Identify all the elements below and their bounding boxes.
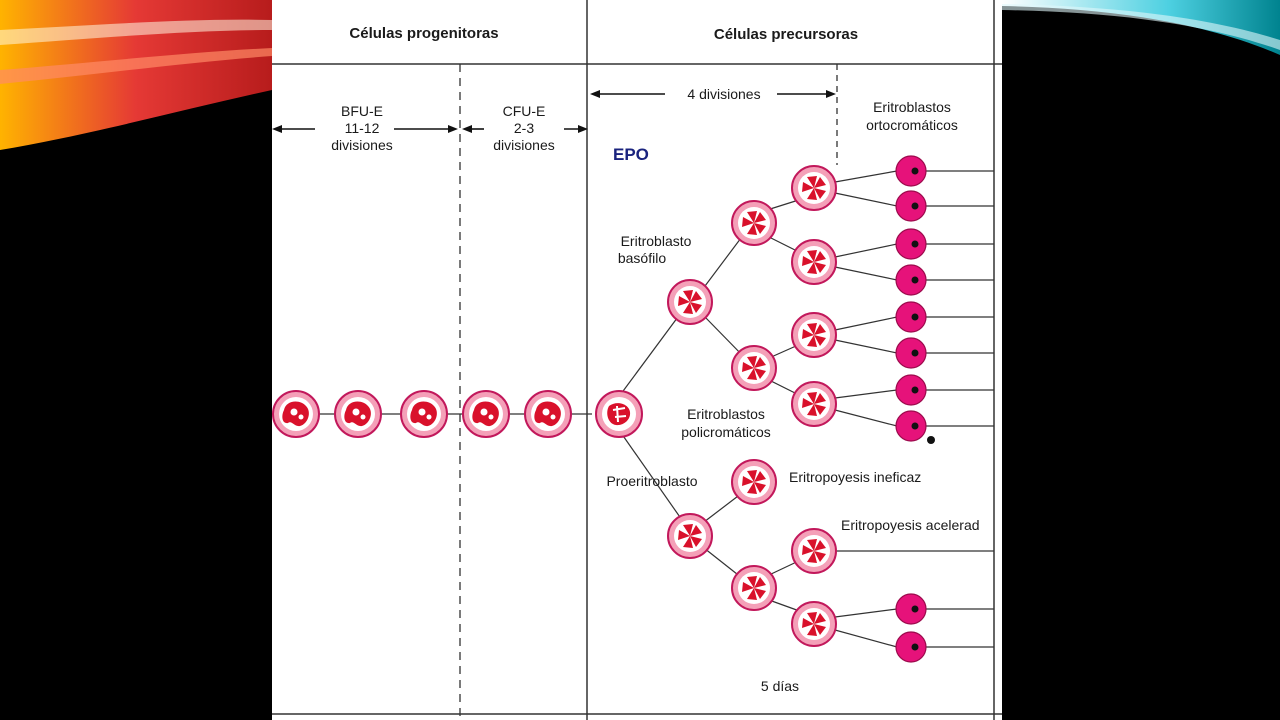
orthochromatic-cell-4 [895, 264, 927, 296]
progenitor-cell-1 [272, 390, 320, 438]
label-ortocromaticos-line2: ortocromáticos [866, 117, 958, 133]
bfu-divisions-word: divisiones [331, 137, 392, 153]
orthochromatic-cell-3 [895, 228, 927, 260]
label-proeritroblasto: Proeritroblasto [606, 473, 697, 489]
bfu-label: BFU-E [341, 103, 383, 119]
orthochromatic-cell-10 [895, 631, 927, 663]
erythropoiesis-diagram: Células progenitoras Células precursoras… [272, 0, 1002, 720]
polychromatic-cell-1 [732, 201, 776, 245]
orthochromatic-cell-1 [895, 155, 927, 187]
label-policromaticos-line2: policromáticos [681, 424, 770, 440]
epo-label: EPO [613, 145, 649, 164]
bfu-divisions-count: 11-12 [345, 120, 380, 136]
polychromatic-cell-3 [732, 460, 776, 504]
late-cell-5 [792, 529, 836, 573]
label-basofilo-line2: basófilo [618, 250, 666, 266]
divisions-label: 4 divisiones [687, 86, 760, 102]
expelled-nucleus [927, 436, 935, 444]
progenitor-cell-5 [524, 390, 572, 438]
cfu-divisions-count: 2-3 [514, 120, 534, 136]
header-precursoras: Células precursoras [714, 26, 858, 43]
cfu-divisions-word: divisiones [493, 137, 554, 153]
divisions-arrow [590, 90, 836, 98]
orthochromatic-cell-2 [895, 190, 927, 222]
basophilic-erythroblast-upper [668, 280, 712, 324]
late-cell-3 [792, 313, 836, 357]
progenitor-cell-4 [462, 390, 510, 438]
label-eritropoyesis-ineficaz: Eritropoyesis ineficaz [789, 469, 921, 485]
orthochromatic-cell-7 [895, 374, 927, 406]
orthochromatic-cell-6 [895, 337, 927, 369]
late-cell-2 [792, 240, 836, 284]
late-cell-1 [792, 166, 836, 210]
proerythroblast-cell [595, 390, 643, 438]
cfu-label: CFU-E [503, 103, 546, 119]
orthochromatic-cell-5 [895, 301, 927, 333]
label-ortocromaticos-line1: Eritroblastos [873, 99, 951, 115]
basophilic-erythroblast-lower [668, 514, 712, 558]
polychromatic-cell-2 [732, 346, 776, 390]
decorative-swoosh-right [1002, 0, 1280, 55]
label-policromaticos-line1: Eritroblastos [687, 406, 765, 422]
orthochromatic-cell-8 [895, 410, 927, 442]
progenitor-cell-3 [400, 390, 448, 438]
polychromatic-cell-4 [732, 566, 776, 610]
header-progenitoras: Células progenitoras [349, 25, 498, 42]
label-eritropoyesis-acelerada: Eritropoyesis acelerad [841, 517, 980, 533]
late-cell-4 [792, 382, 836, 426]
late-cell-6 [792, 602, 836, 646]
bfu-arrow [272, 125, 458, 133]
figure-panel [272, 0, 1002, 720]
label-dias: 5 días [761, 678, 799, 694]
orthochromatic-cell-9 [895, 593, 927, 625]
cfu-arrow [462, 125, 588, 133]
progenitor-cell-2 [334, 390, 382, 438]
label-basofilo-line1: Eritroblasto [621, 233, 692, 249]
